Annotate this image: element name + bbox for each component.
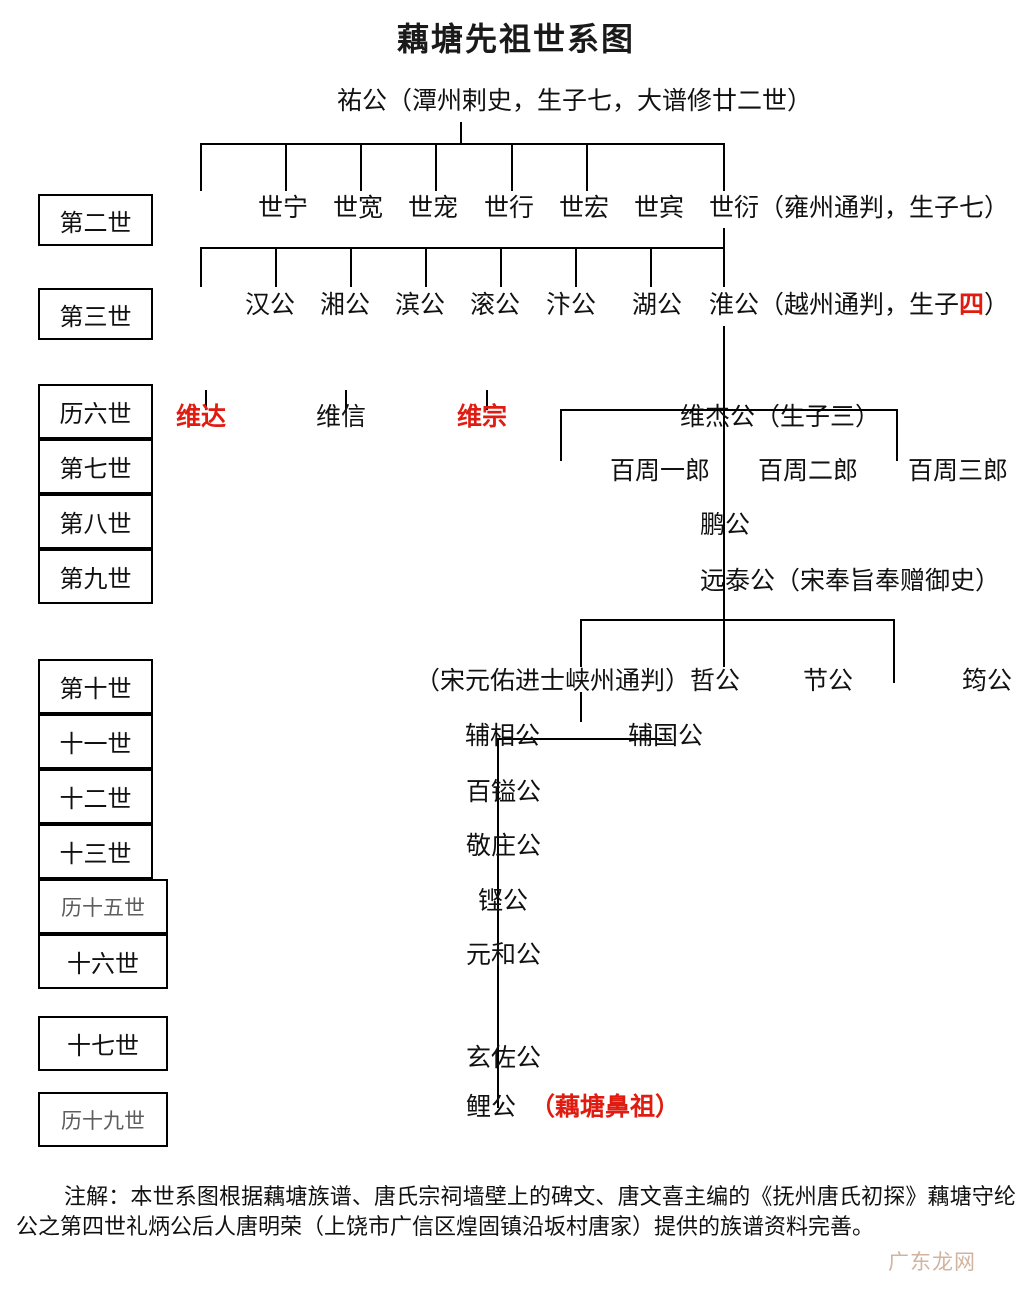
genbox-gen17: 十七世	[38, 1016, 168, 1071]
node-gen3-7-suffix: ）	[984, 291, 1010, 319]
node-gen3-7: 淮公（越州通判，生子四）	[709, 291, 1010, 320]
genbox-gen11: 十一世	[38, 714, 153, 769]
genbox-gen16: 十六世	[38, 934, 168, 989]
connector-gen2-drop-2	[360, 143, 362, 191]
node-gen3-7-prefix: 淮公（越州通判，生子	[709, 291, 960, 319]
connector-gen3-drop-5	[575, 247, 577, 287]
connector-gen3-bus	[200, 247, 724, 249]
node-gen3-2: 湘公	[320, 291, 371, 319]
node-gen7-3: 百周三郎	[908, 457, 1009, 485]
genbox-gen19: 历十九世	[38, 1092, 168, 1147]
connector-gen2-bus	[200, 143, 724, 145]
connector-gen2-drop-1	[285, 143, 287, 191]
genbox-gen2: 第二世	[38, 194, 153, 246]
connector-gen2-drop-3	[435, 143, 437, 191]
connector-gen7-right-edge	[896, 409, 898, 461]
genbox-gen8: 第八世	[38, 494, 153, 549]
node-gen2-4: 世行	[484, 194, 535, 222]
node-gen3-4: 滚公	[470, 291, 521, 319]
connector-gen11-bus	[497, 738, 662, 740]
genbox-gen13: 十三世	[38, 824, 153, 879]
node-gen11-1: 辅相公	[465, 722, 541, 750]
genbox-gen12: 十二世	[38, 769, 153, 824]
connector-gen2-7-stem	[723, 228, 725, 248]
node-gen6-3: 维宗	[457, 403, 508, 431]
node-gen3-1: 汉公	[245, 291, 296, 319]
node-gen13-1: 敬庄公	[466, 832, 542, 860]
node-gen9-1: 远泰公（宋奉旨奉赠御史）	[700, 567, 1001, 595]
watermark: 广东龙网	[888, 1251, 976, 1274]
node-gen17-1: 玄佐公	[466, 1044, 542, 1072]
connector-gen10-1-stem	[580, 692, 582, 722]
node-gen19-1-annotation: （藕塘鼻祖）	[530, 1093, 681, 1121]
connector-gen3-drop-2	[350, 247, 352, 287]
node-gen6-1: 维达	[176, 403, 227, 431]
connector-lower-trunk	[497, 738, 499, 1108]
genbox-gen7: 第七世	[38, 439, 153, 494]
connector-gen3-left-edge	[200, 247, 202, 287]
node-gen16-1: 元和公	[466, 941, 542, 969]
genbox-gen3: 第三世	[38, 288, 153, 340]
genbox-gen6: 历六世	[38, 384, 153, 439]
node-gen3-3: 滨公	[395, 291, 446, 319]
node-gen3-6: 湖公	[632, 291, 683, 319]
node-gen6-4: 维杰公（生子三）	[680, 403, 881, 431]
node-gen7-2: 百周二郎	[758, 457, 859, 485]
footnote: 注解：本世系图根据藕塘族谱、唐氏宗祠墙壁上的碑文、唐文喜主编的《抚州唐氏初探》藕…	[16, 1184, 1016, 1240]
node-gen11-2: 辅国公	[628, 722, 704, 750]
connector-gen3-drop-3	[425, 247, 427, 287]
connector-gen3-7-trunk	[723, 326, 725, 416]
node-gen2-1: 世宁	[258, 194, 309, 222]
connector-gen10-right-edge	[893, 619, 895, 683]
node-gen10-3: 筠公	[962, 667, 1013, 695]
connector-trunk-gen6-to-gen10	[723, 416, 725, 620]
node-gen6-2: 维信	[316, 403, 367, 431]
page-title: 藕塘先祖世系图	[396, 21, 635, 57]
node-gen2-7: 世衍（雍州通判，生子七）	[709, 194, 1010, 222]
genbox-gen9: 第九世	[38, 549, 153, 604]
connector-gen7-bus	[560, 409, 898, 411]
node-gen8-1: 鹏公	[700, 511, 751, 539]
node-gen10-1: （宋元佑进士峡州通判）哲公	[415, 667, 741, 695]
connector-gen2-left-edge	[200, 143, 202, 191]
connector-gen2-drop-6	[723, 143, 725, 191]
connector-gen3-drop-1	[275, 247, 277, 287]
genbox-gen15: 历十五世	[38, 879, 168, 934]
connector-gen2-drop-5	[586, 143, 588, 191]
connector-gen10-mid-drop	[723, 619, 725, 667]
connector-gen3-drop-7	[723, 247, 725, 287]
genbox-gen10: 第十世	[38, 659, 153, 714]
connector-gen6-drop-3	[486, 390, 488, 410]
node-gen2-5: 世宏	[559, 194, 610, 222]
node-gen12-1: 百镒公	[466, 778, 542, 806]
connector-gen6-drop-1	[205, 390, 207, 410]
connector-gen7-left-edge	[560, 409, 562, 461]
connector-gen6-drop-2	[345, 390, 347, 410]
connector-gen10-bus	[580, 619, 895, 621]
node-gen15-1: 铿公	[478, 887, 529, 915]
node-gen10-2: 节公	[803, 667, 854, 695]
connector-gen3-drop-4	[500, 247, 502, 287]
node-gen7-1: 百周一郎	[610, 457, 711, 485]
node-gen2-3: 世宠	[408, 194, 459, 222]
node-gen19-1: 鲤公 （藕塘鼻祖）	[466, 1093, 681, 1122]
node-gen2-6: 世宾	[634, 194, 685, 222]
node-root: 祐公（潭州剌史，生子七，大谱修廿二世）	[337, 87, 813, 115]
connector-gen3-drop-6	[650, 247, 652, 287]
connector-gen2-drop-4	[511, 143, 513, 191]
node-gen2-2: 世宽	[333, 194, 384, 222]
node-gen3-5: 汴公	[546, 291, 597, 319]
connector-root-stem	[460, 122, 462, 144]
connector-gen10-left-edge	[580, 619, 582, 667]
node-gen3-7-count: 四	[959, 291, 985, 319]
node-gen19-1-name: 鲤公	[466, 1093, 517, 1121]
